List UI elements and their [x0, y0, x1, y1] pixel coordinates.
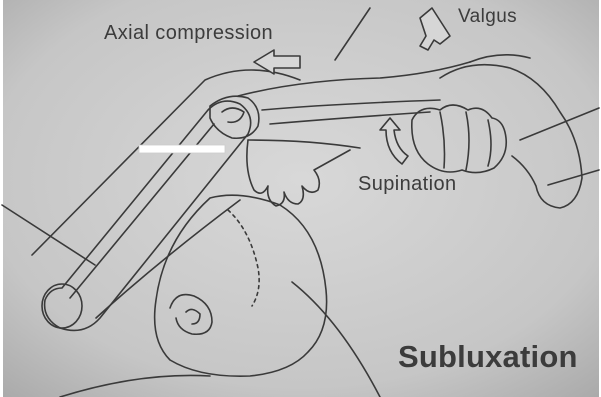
subluxation-label: Subluxation — [398, 339, 578, 375]
supination-label: Supination — [358, 173, 457, 196]
axial-compression-label: Axial compression — [104, 22, 273, 45]
valgus-label: Valgus — [458, 6, 517, 28]
white-marker-bar — [139, 145, 225, 153]
left-border — [0, 0, 3, 397]
